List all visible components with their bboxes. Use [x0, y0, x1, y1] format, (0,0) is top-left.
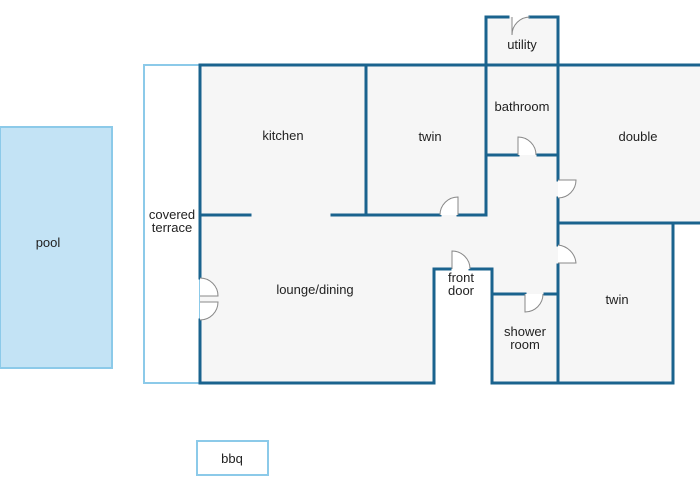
twin-top-door — [439, 196, 459, 216]
pool — [0, 126, 113, 369]
twin-top-label: twin — [418, 129, 441, 144]
covered-terrace-label-line1: covered — [149, 207, 195, 222]
lounge-dining-label: lounge/dining — [276, 282, 353, 297]
front-door-label-line1: front — [448, 270, 474, 285]
hall-door — [557, 244, 577, 264]
shower-room-label-line2: room — [510, 337, 540, 352]
bbq — [196, 440, 269, 476]
twin-bottom-label: twin — [605, 292, 628, 307]
house-floor — [200, 17, 700, 383]
shower-door — [524, 293, 544, 313]
covered-terrace-label-line2: terrace — [152, 220, 192, 235]
walls — [198, 15, 700, 385]
covered-terrace — [143, 64, 201, 384]
terrace-door-lower — [199, 301, 219, 321]
bathroom-label: bathroom — [495, 99, 550, 114]
terrace-door-upper — [199, 277, 219, 297]
bbq-label: bbq — [221, 451, 243, 466]
doors — [199, 16, 577, 321]
double-label: double — [618, 129, 657, 144]
shower-room-label-line1: shower — [504, 324, 547, 339]
utility-label: utility — [507, 37, 537, 52]
kitchen-label: kitchen — [262, 128, 303, 143]
double-door — [557, 179, 577, 199]
front-door — [451, 250, 471, 270]
front-door-label-line2: door — [448, 283, 475, 298]
bathroom-door — [517, 136, 537, 156]
utility-door — [511, 16, 531, 36]
pool-label: pool — [36, 235, 61, 250]
